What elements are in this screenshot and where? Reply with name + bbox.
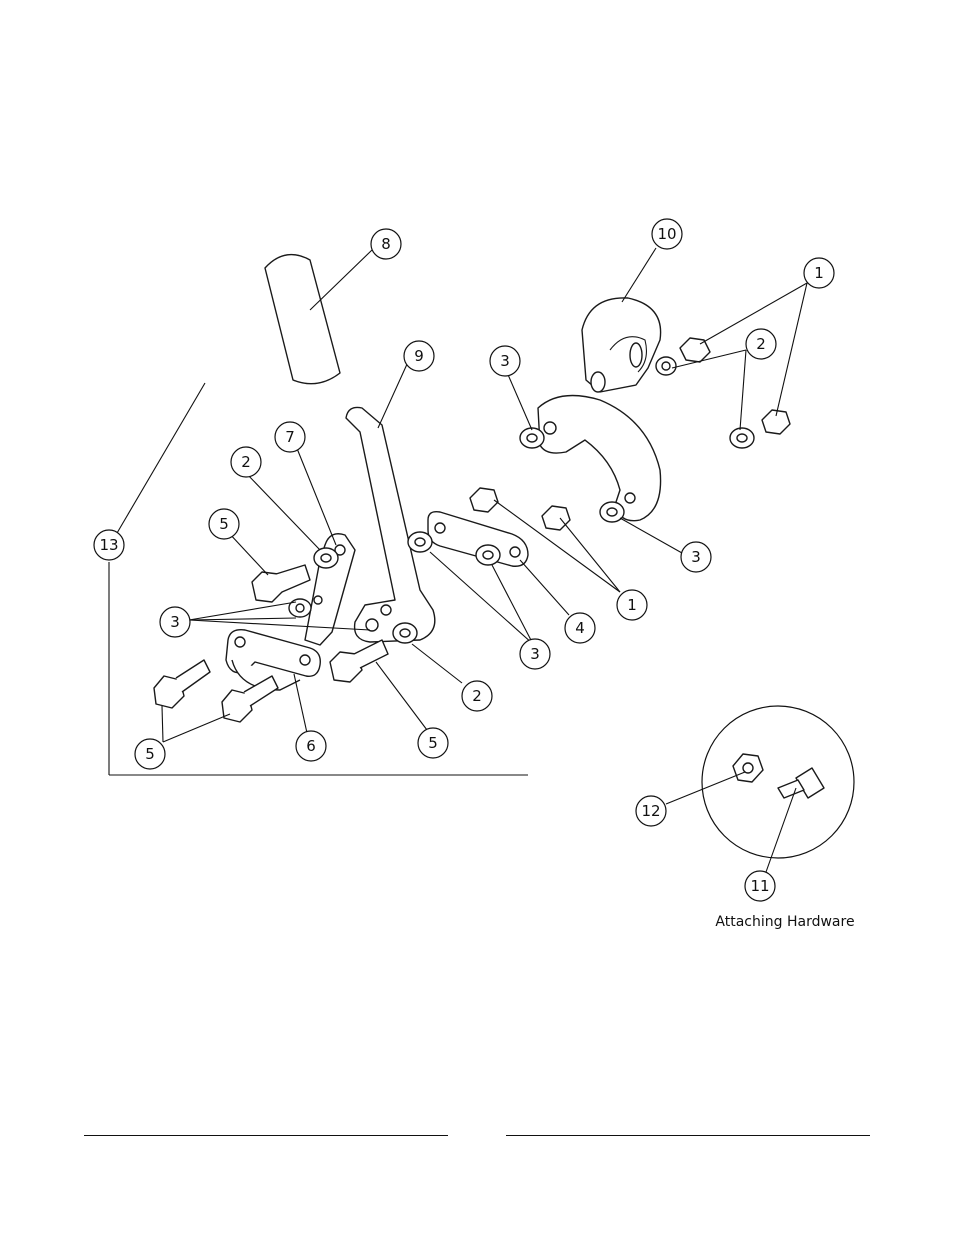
callout-label: 2 [472,687,482,705]
callout-label: 12 [641,802,660,820]
callout-c7: 7 [274,421,306,453]
callout-c11: 11 [744,870,776,902]
callout-label: 9 [414,347,424,365]
callout-label: 3 [691,548,701,566]
callout-label: 1 [627,596,637,614]
callout-label: 7 [285,428,295,446]
callout-label: 8 [381,235,391,253]
callout-label: 13 [99,536,118,554]
callout-c4: 4 [564,612,596,644]
callout-label: 5 [219,515,229,533]
callout-c1b: 1 [616,589,648,621]
callout-c3b: 3 [680,541,712,573]
callout-label: 1 [814,264,824,282]
footer-rule-right [506,1135,870,1136]
assembly-frame-lines [108,562,528,776]
callout-c5b: 5 [134,738,166,770]
callout-c2c: 2 [461,680,493,712]
callout-label: 11 [750,877,769,895]
callout-label: 10 [657,225,676,243]
callout-label: 3 [500,352,510,370]
leader-lines [109,247,808,873]
hex-bolt-parts [153,564,389,723]
callout-c2a: 2 [745,328,777,360]
callout-c2b: 2 [230,446,262,478]
callout-label: 6 [306,737,316,755]
nut-parts [469,337,791,531]
callout-c3a: 3 [489,345,521,377]
callout-label: 2 [241,453,251,471]
callout-c6: 6 [295,730,327,762]
attaching-hardware-caption: Attaching Hardware [715,914,855,930]
bracket-part [304,533,356,646]
callout-c5c: 5 [417,727,449,759]
callout-c3c: 3 [159,606,191,638]
callout-c8: 8 [370,228,402,260]
callout-c10: 10 [651,218,683,250]
callout-label: 5 [145,745,155,763]
callout-c13: 13 [93,529,125,561]
link-plate-part [427,510,529,567]
callout-c5a: 5 [208,508,240,540]
callout-c3d: 3 [519,638,551,670]
callout-c12: 12 [635,795,667,827]
callout-label: 3 [170,613,180,631]
callout-c9: 9 [403,340,435,372]
washer-parts [288,356,755,644]
callout-c1a: 1 [803,257,835,289]
lever-arm-part [345,406,436,643]
attaching-hardware-detail [701,705,855,859]
curved-bracket-part [537,394,662,522]
callout-label: 5 [428,734,438,752]
clamp-part [581,297,662,393]
callout-label: 2 [756,335,766,353]
lower-bracket-part [225,629,321,691]
callout-label: 3 [530,645,540,663]
handle-grip-part [264,253,341,385]
callout-label: 4 [575,619,585,637]
footer-rule-left [84,1135,448,1136]
